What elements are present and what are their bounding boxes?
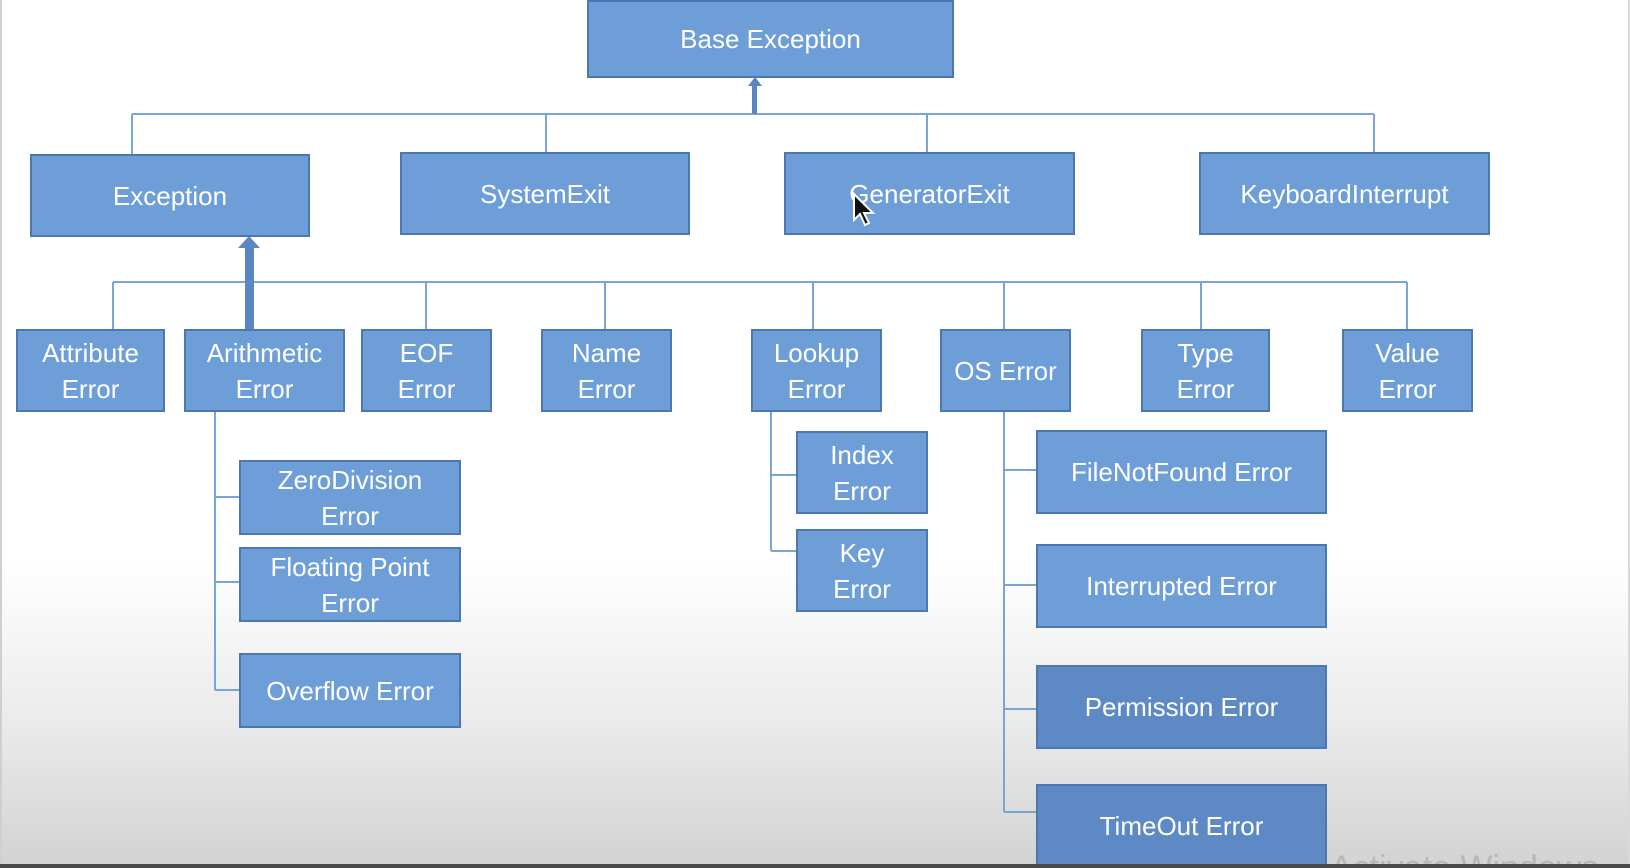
node-key-error[interactable]: Key Error [796,529,928,612]
node-value-error[interactable]: Value Error [1342,329,1473,412]
root-arrow-head [748,77,762,86]
node-generatorexit[interactable]: GeneratorExit [784,152,1075,235]
node-zerodivision-error[interactable]: ZeroDivision Error [239,460,461,535]
activate-windows-watermark: Activate Windows [1330,849,1599,868]
exception-arrow-head [238,236,260,248]
node-keyboardinterrupt[interactable]: KeyboardInterrupt [1199,152,1490,235]
node-systemexit[interactable]: SystemExit [400,152,690,235]
node-lookup-error[interactable]: Lookup Error [751,329,882,412]
node-permission-error[interactable]: Permission Error [1036,665,1327,749]
node-filenotfound-error[interactable]: FileNotFound Error [1036,430,1327,514]
node-timeout-error[interactable]: TimeOut Error [1036,784,1327,868]
node-name-error[interactable]: Name Error [541,329,672,412]
node-interrupted-error[interactable]: Interrupted Error [1036,544,1327,628]
bottom-edge-bar [0,864,1630,868]
root-arrow-shaft [752,84,757,114]
left-edge-divider [0,0,2,868]
node-attribute-error[interactable]: Attribute Error [16,329,165,412]
node-eof-error[interactable]: EOF Error [361,329,492,412]
exception-arrow-shaft [245,246,254,329]
node-base-exception[interactable]: Base Exception [587,0,954,78]
node-exception[interactable]: Exception [30,154,310,237]
node-arithmetic-error[interactable]: Arithmetic Error [184,329,345,412]
node-overflow-error[interactable]: Overflow Error [239,653,461,728]
mouse-pointer-icon [853,192,876,227]
node-type-error[interactable]: Type Error [1141,329,1270,412]
node-floating-point-error[interactable]: Floating Point Error [239,547,461,622]
node-os-error[interactable]: OS Error [940,329,1071,412]
node-index-error[interactable]: Index Error [796,431,928,514]
right-edge-divider [1628,0,1630,868]
